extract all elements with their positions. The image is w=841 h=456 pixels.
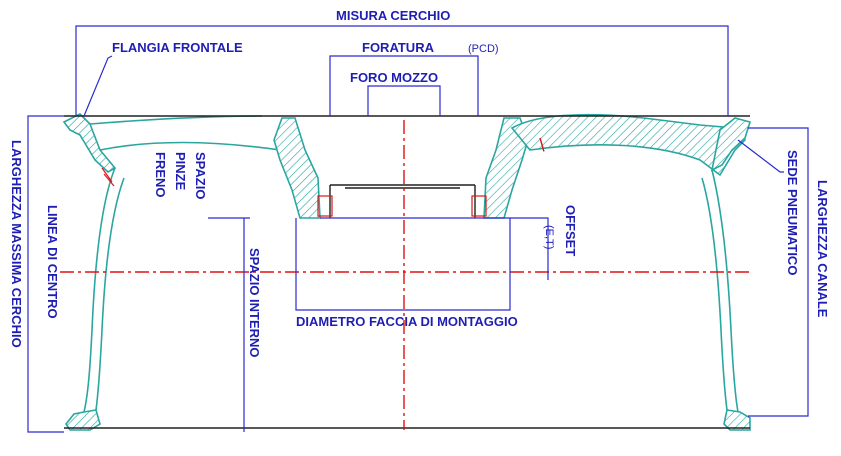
label-sede-pneumatico: SEDE PNEUMATICO xyxy=(785,150,800,275)
label-larghezza-canale: LARGHEZZA CANALE xyxy=(815,180,830,318)
label-foro-mozzo: FORO MOZZO xyxy=(350,70,438,85)
left-front-flange xyxy=(62,113,117,173)
left-hub-section xyxy=(273,117,321,219)
pcd-dimension xyxy=(329,55,479,116)
label-spazio: SPAZIO xyxy=(193,152,208,199)
left-valve-mark xyxy=(101,167,113,183)
label-diametro-faccia-montaggio: DIAMETRO FACCIA DI MONTAGGIO xyxy=(296,314,518,329)
label-linea-di-centro: LINEA DI CENTRO xyxy=(45,205,60,319)
label-foratura: FORATURA xyxy=(362,40,435,55)
hub-bore xyxy=(329,184,476,218)
right-spoke-section xyxy=(510,113,747,177)
label-misura-cerchio: MISURA CERCHIO xyxy=(336,8,450,23)
left-bolt-hole xyxy=(317,195,333,217)
mounting-face-dimension xyxy=(295,218,511,311)
label-freno: FRENO xyxy=(153,152,168,198)
label-offset-et: (E,T) xyxy=(543,225,555,249)
right-barrel xyxy=(711,169,739,413)
right-back-flange xyxy=(723,409,751,431)
label-pinze: PINZE xyxy=(173,152,188,191)
right-spoke-centerline xyxy=(539,137,546,156)
max-rim-width-dimension xyxy=(27,115,64,433)
rim-size-dimension xyxy=(75,25,729,116)
right-barrel-inner xyxy=(701,177,728,411)
right-bolt-hole xyxy=(471,195,487,217)
offset-dimension xyxy=(320,217,549,280)
left-back-flange xyxy=(65,409,101,431)
dimension-lines xyxy=(27,25,809,433)
channel-width-dimension xyxy=(748,127,809,417)
hub-bore-dimension xyxy=(367,85,441,116)
label-spazio-interno: SPAZIO INTERNO xyxy=(247,248,262,358)
right-front-flange xyxy=(710,117,752,172)
left-barrel xyxy=(83,167,116,413)
left-barrel-inner xyxy=(95,177,125,411)
bolt-holes xyxy=(101,167,487,217)
left-valve-mark-2 xyxy=(103,173,115,187)
front-flange-leader xyxy=(83,55,113,117)
label-flangia-frontale: FLANGIA FRONTALE xyxy=(112,40,243,55)
left-spoke-bottom xyxy=(99,141,281,151)
label-larghezza-massima-cerchio: LARGHEZZA MASSIMA CERCHIO xyxy=(9,140,24,348)
label-pcd: (PCD) xyxy=(468,43,499,55)
left-spoke-top xyxy=(89,115,263,125)
tire-seat-leader xyxy=(737,139,784,173)
label-offset: OFFSET xyxy=(563,205,578,256)
